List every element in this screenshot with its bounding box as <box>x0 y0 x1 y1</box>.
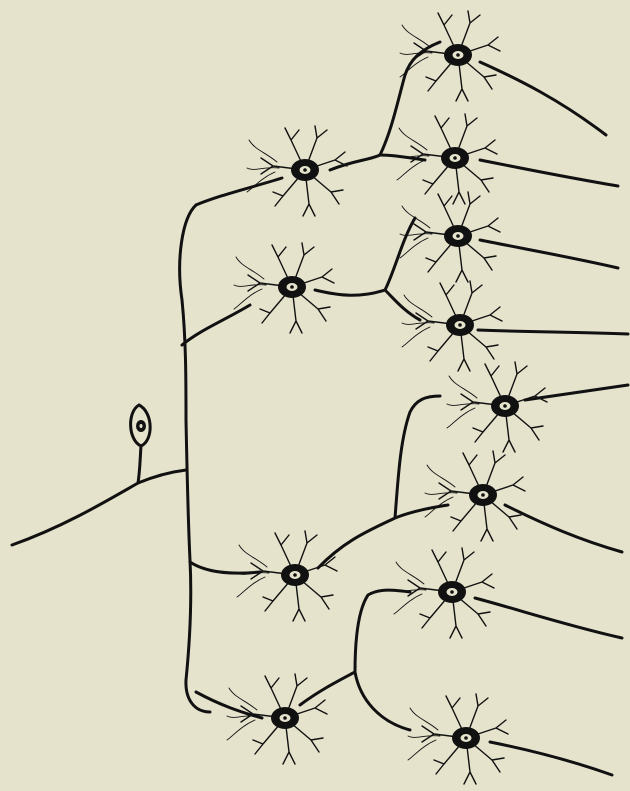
out-c16 <box>490 742 612 775</box>
bipolar-peripheral-process <box>138 470 186 483</box>
branch-to-c7 <box>190 562 260 573</box>
axon-c7-b <box>395 505 448 518</box>
multipolar-cell-c13 <box>447 362 547 452</box>
multipolar-cell-c7 <box>237 531 337 621</box>
multipolar-cell-c11 <box>400 192 500 282</box>
bipolar-stem <box>138 446 141 483</box>
branch-top <box>196 178 282 205</box>
incoming-fiber <box>12 483 138 545</box>
axon-c8 <box>300 590 410 705</box>
multipolar-cell-c2 <box>234 243 334 333</box>
axon-c7 <box>318 396 440 568</box>
axon-c1 <box>330 42 440 170</box>
out-c9 <box>480 62 606 135</box>
out-c15 <box>475 598 622 638</box>
out-c12 <box>478 330 628 334</box>
branch-to-c2 <box>182 305 250 345</box>
axon-c2 <box>315 218 415 295</box>
multipolar-cell-c16 <box>408 694 508 784</box>
main-trunk <box>180 205 210 712</box>
bipolar-cell-body <box>131 405 151 446</box>
multipolar-cell-c1 <box>247 126 347 216</box>
out-c11 <box>480 240 618 268</box>
axon-c8-b <box>355 672 410 730</box>
multipolar-cell-c12 <box>402 281 502 371</box>
multipolar-cell-c8 <box>227 674 327 764</box>
out-c10 <box>480 160 618 186</box>
out-c14 <box>505 505 622 552</box>
multipolar-cell-c14 <box>425 451 525 541</box>
